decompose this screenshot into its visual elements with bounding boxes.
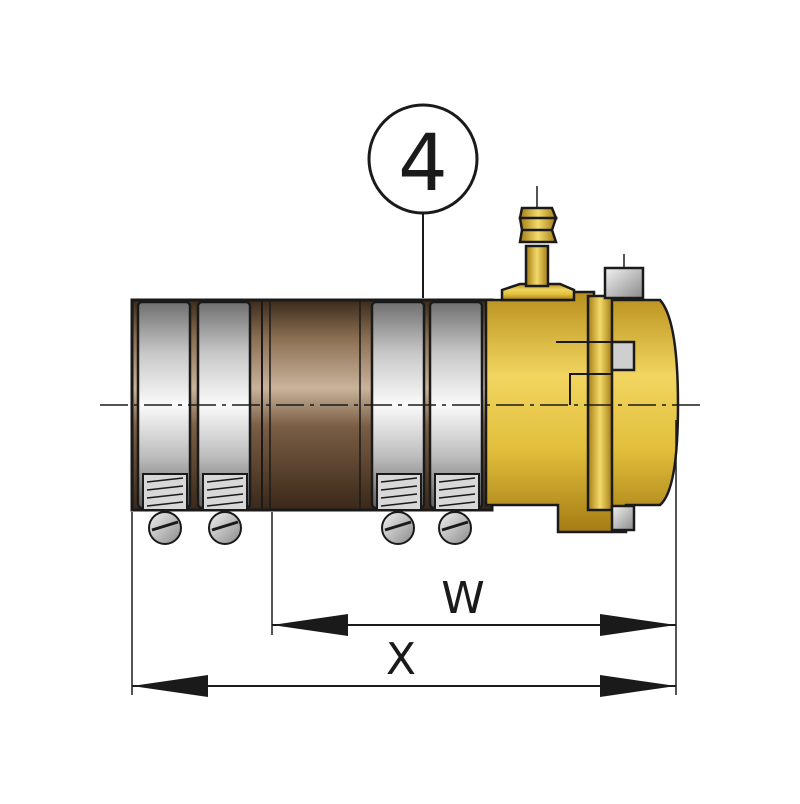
- screw-head-icon: [438, 511, 472, 545]
- arrow-left-icon: [272, 614, 348, 636]
- arrow-left-icon: [132, 675, 208, 697]
- clamp-screw-housings: [142, 473, 480, 511]
- dimension-x: X: [132, 634, 676, 697]
- bottom-set-screw: [610, 504, 636, 532]
- dimension-w: W: [272, 573, 676, 636]
- extension-lines: [131, 420, 677, 695]
- arrow-right-icon: [600, 675, 676, 697]
- dimension-w-label: W: [441, 573, 485, 624]
- top-set-screw: [603, 266, 645, 300]
- hose-barb-nipple: [524, 244, 550, 288]
- callout-number: 4: [398, 119, 448, 209]
- screw-head-icon: [381, 511, 415, 545]
- screw-head-icon: [208, 511, 242, 545]
- arrow-right-icon: [600, 614, 676, 636]
- brass-seal-housing: [484, 186, 680, 534]
- dimension-x-label: X: [386, 634, 416, 685]
- callout-4: 4: [367, 103, 479, 298]
- clamp-screw-heads: [148, 511, 472, 545]
- screw-head-icon: [148, 511, 182, 545]
